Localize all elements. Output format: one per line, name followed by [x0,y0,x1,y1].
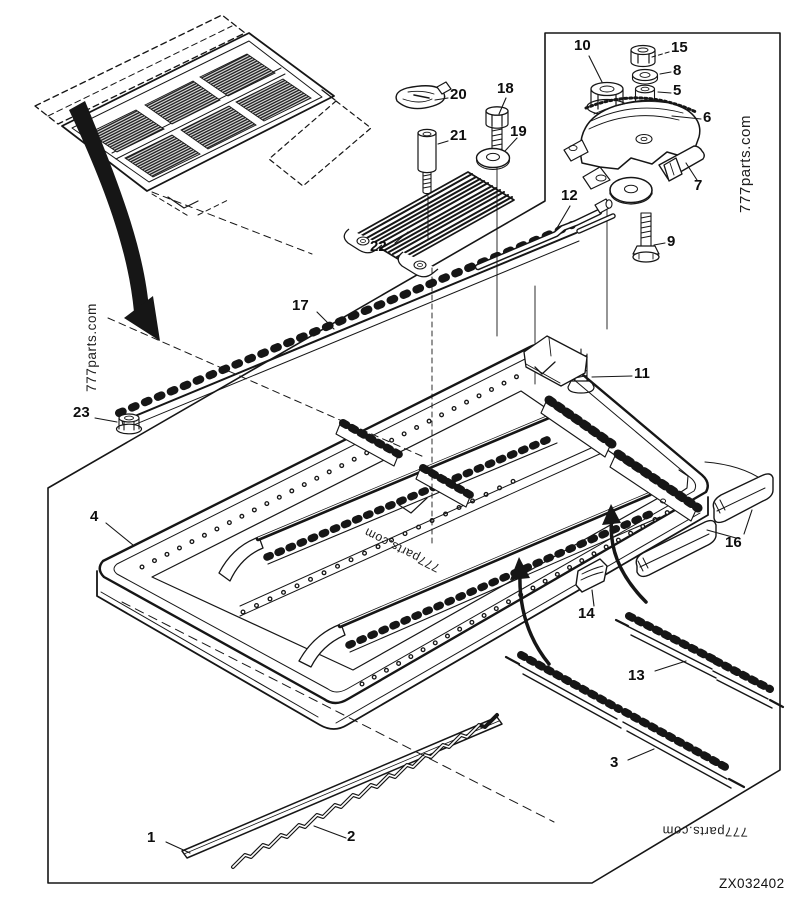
drawing-border [47,32,781,884]
part-label-5: 5 [673,82,682,99]
part-label-3: 3 [610,754,619,771]
part-label-15: 15 [671,39,688,56]
watermark-left: 777parts.com [84,303,99,392]
part-label-13: 13 [628,667,645,684]
alignment-lines [107,167,555,823]
part-label-18: 18 [497,80,514,97]
drawing-code: ZX032402 [719,876,785,891]
part-label-10: 10 [574,37,591,54]
part-label-14: 14 [578,605,595,622]
part-label-22: 22 [370,238,387,255]
part-label-9: 9 [667,233,676,250]
exploded-view-arrow [69,101,160,341]
part-label-12: 12 [561,187,578,204]
part-label-1: 1 [147,829,156,846]
part-label-11: 11 [634,365,650,382]
part-label-6: 6 [703,109,712,126]
loose-parts [181,473,785,869]
mesh-panels [88,53,312,178]
middle-hardware [115,81,616,435]
label-leaders [94,51,753,854]
watermark-bottom: 777parts.com [661,823,749,840]
part-label-4: 4 [90,508,99,525]
watermark-top-right: 777parts.com [737,114,754,213]
part-label-19: 19 [510,123,527,140]
part-label-23: 23 [73,404,90,421]
part-label-17: 17 [292,297,309,314]
part-label-20: 20 [450,86,467,103]
part-label-21: 21 [450,127,467,144]
part-label-16: 16 [725,534,742,551]
assembled-view [34,14,372,218]
chaffer-frame [96,335,765,730]
part-label-7: 7 [694,177,703,194]
adjuster-assembly [534,44,705,385]
part-label-2: 2 [347,828,356,845]
part-label-8: 8 [673,62,682,79]
